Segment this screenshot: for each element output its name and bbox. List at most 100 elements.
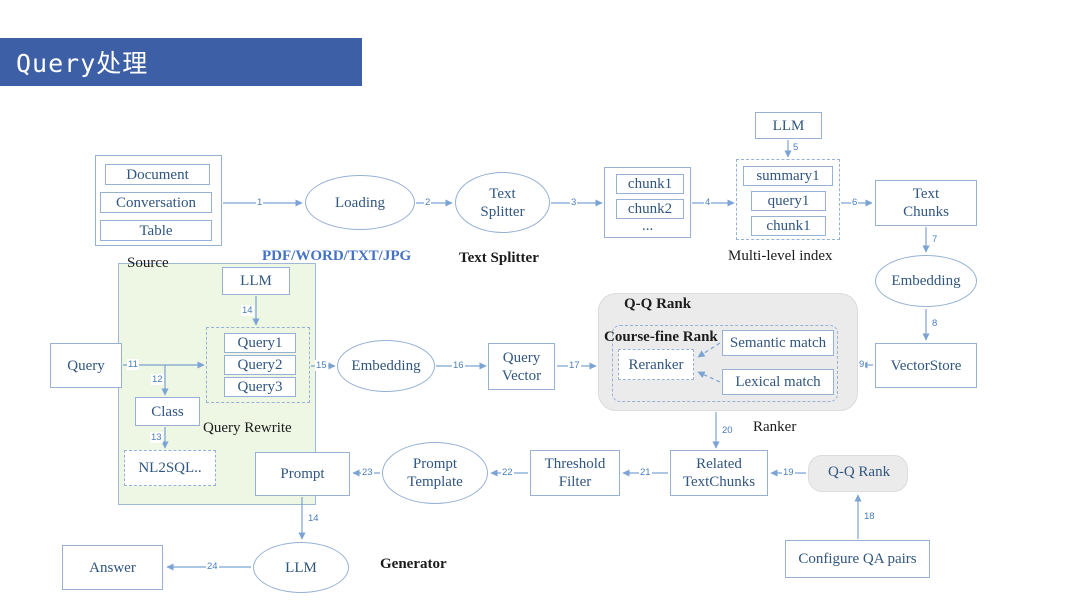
edge-num-3: 3 <box>570 197 578 208</box>
generator-caption: Generator <box>380 556 447 572</box>
text-chunks-box: Text Chunks <box>875 180 977 226</box>
text-splitter-label-1: Text <box>489 185 516 202</box>
text-chunks-label-1: Text <box>912 186 940 202</box>
nl2sql-label: NL2SQL.. <box>138 460 202 476</box>
class-box: Class <box>135 397 200 426</box>
lexical-match-label: Lexical match <box>735 374 821 390</box>
chunk1-index-box: chunk1 <box>751 216 826 236</box>
related-label-1: Related <box>696 456 742 472</box>
edge-num-18: 18 <box>863 511 876 522</box>
summary1-label: summary1 <box>756 168 820 184</box>
edge-num-20: 20 <box>721 425 734 436</box>
related-textchunks-box: Related TextChunks <box>670 450 768 496</box>
edge-num-22: 22 <box>501 467 514 478</box>
edge-num-5: 5 <box>792 142 800 153</box>
multi-level-index-group <box>736 159 840 240</box>
lexical-match-box: Lexical match <box>722 369 834 395</box>
embedding-left-node: Embedding <box>337 340 435 392</box>
llm-top-box: LLM <box>755 112 822 139</box>
loading-node: Loading <box>305 175 415 230</box>
query1-box: Query1 <box>224 333 296 353</box>
semantic-match-box: Semantic match <box>722 330 834 356</box>
embedding-right-label: Embedding <box>891 273 961 289</box>
query-vector-label-2: Vector <box>501 367 542 384</box>
edge-num-24: 24 <box>206 561 219 572</box>
qq-rank-small-label: Q-Q Rank <box>828 464 891 480</box>
chunk1-label: chunk1 <box>627 176 673 192</box>
llm-rewrite-box: LLM <box>222 267 290 295</box>
related-label-2: TextChunks <box>682 474 756 490</box>
rewritten-queries-group <box>206 327 310 403</box>
query-label: Query <box>67 357 105 374</box>
query-rewrite-caption: Query Rewrite <box>203 420 292 436</box>
summary1-box: summary1 <box>743 166 833 186</box>
qq-rank-small-container <box>808 455 908 492</box>
table-box: Table <box>100 220 212 241</box>
edge-num-21: 21 <box>639 467 652 478</box>
multi-level-index-caption: Multi-level index <box>728 248 833 264</box>
vector-store-box: VectorStore <box>875 343 977 388</box>
query1-index-box: query1 <box>751 191 826 211</box>
rank-inner-group <box>612 325 838 402</box>
query1-index-label: query1 <box>767 193 810 209</box>
prompt-template-node: Prompt Template <box>382 442 488 504</box>
conversation-label: Conversation <box>116 194 196 211</box>
edge-num-7: 7 <box>931 234 939 245</box>
edge-num-6: 6 <box>851 197 859 208</box>
edge-num-2: 2 <box>424 197 432 208</box>
class-label: Class <box>151 403 184 420</box>
embedding-right-node: Embedding <box>875 255 977 307</box>
configure-qa-pairs-box: Configure QA pairs <box>785 540 930 578</box>
table-label: Table <box>139 222 173 239</box>
conversation-box: Conversation <box>100 192 212 213</box>
edge-num-17: 17 <box>568 360 581 371</box>
text-splitter-label-2: Splitter <box>480 203 525 220</box>
semantic-match-label: Semantic match <box>729 335 827 351</box>
chunk1-index-label: chunk1 <box>766 218 811 234</box>
llm-top-label: LLM <box>772 117 805 134</box>
prompt-template-label-1: Prompt <box>412 456 458 472</box>
chunk2-box: chunk2 <box>616 199 684 219</box>
document-label: Document <box>126 166 189 183</box>
configure-qa-pairs-label: Configure QA pairs <box>798 551 917 567</box>
qq-rank-title: Q-Q Rank <box>624 296 692 312</box>
answer-label: Answer <box>89 559 136 576</box>
chunk2-label: chunk2 <box>627 201 673 217</box>
source-caption: Source <box>127 255 169 271</box>
document-box: Document <box>105 164 210 185</box>
title-banner: Query处理 <box>0 38 362 86</box>
edge-num-9: 9 <box>858 359 866 370</box>
threshold-filter-label-2: Filter <box>558 474 592 490</box>
edge-num-14b: 14 <box>307 513 320 524</box>
chunks-group <box>604 167 691 238</box>
edge-num-1: 1 <box>256 197 264 208</box>
query2-box: Query2 <box>224 355 296 375</box>
nl2sql-box: NL2SQL.. <box>124 450 216 486</box>
query1-label: Query1 <box>237 335 283 351</box>
ranker-caption: Ranker <box>753 419 797 435</box>
query3-label: Query3 <box>237 379 283 395</box>
text-chunks-label-2: Chunks <box>903 204 949 220</box>
query-vector-label-1: Query <box>502 349 541 366</box>
query-box: Query <box>50 343 122 388</box>
prompt-label: Prompt <box>280 466 325 482</box>
edge-num-8: 8 <box>931 318 939 329</box>
pdf-formats-caption: PDF/WORD/TXT/JPG <box>262 248 412 264</box>
text-splitter-node: Text Splitter <box>455 172 550 233</box>
chunks-ellipsis: ... <box>642 218 654 234</box>
llm-generator-node: LLM <box>253 542 349 593</box>
edge-num-19: 19 <box>782 467 795 478</box>
edge-num-16: 16 <box>452 360 465 371</box>
loading-label: Loading <box>335 194 385 211</box>
threshold-filter-box: Threshold Filter <box>530 450 620 496</box>
page-title: Query处理 <box>16 49 149 78</box>
prompt-template-label-2: Template <box>407 474 463 490</box>
reranker-label: Reranker <box>628 356 684 373</box>
edge-num-15: 15 <box>315 360 328 371</box>
edge-num-11: 11 <box>127 359 139 370</box>
llm-rewrite-label: LLM <box>240 273 272 289</box>
text-splitter-caption: Text Splitter <box>459 250 539 266</box>
prompt-box: Prompt <box>255 452 350 496</box>
vector-store-label: VectorStore <box>890 357 962 374</box>
